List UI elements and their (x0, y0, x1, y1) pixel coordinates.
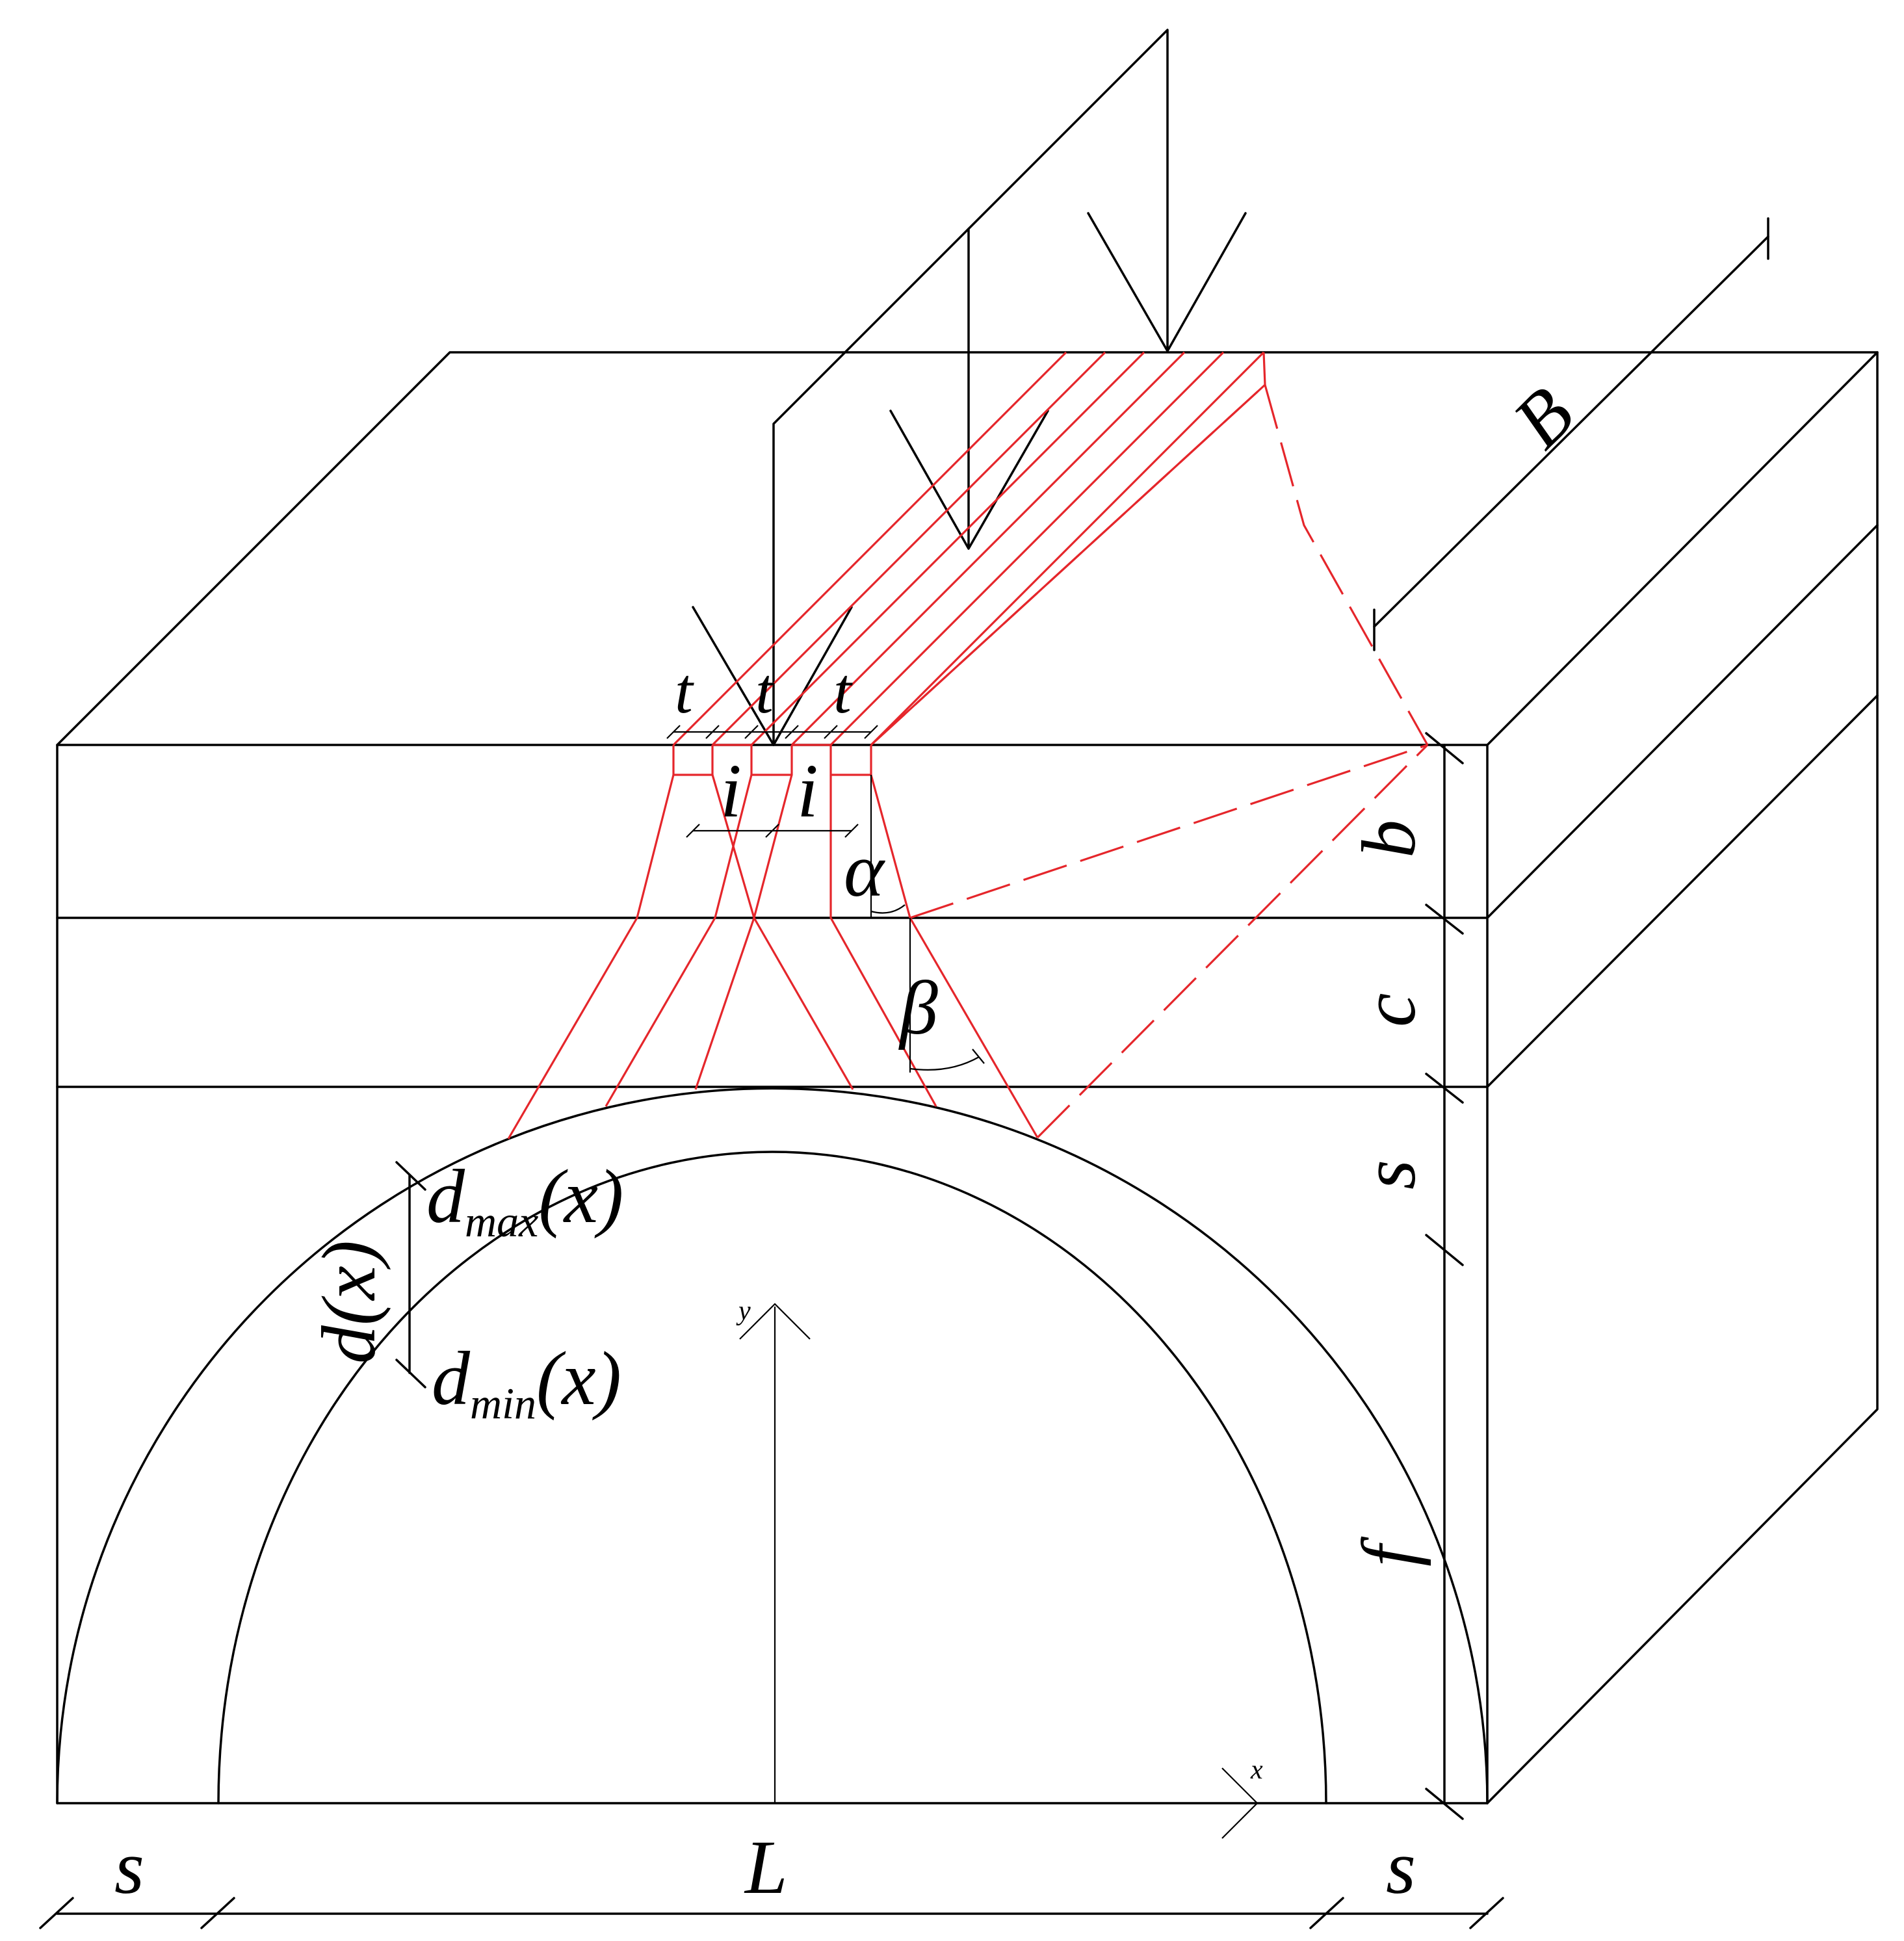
y-arrow-icon (739, 1303, 811, 1340)
tick (744, 725, 759, 739)
label-t2: t (755, 655, 775, 727)
tick (844, 824, 859, 838)
prism-edge (870, 774, 1039, 1138)
prism-edge (829, 775, 937, 1107)
hatch-line (750, 351, 1145, 746)
tick (1425, 1073, 1464, 1104)
tick (1425, 732, 1464, 764)
arrowhead-icon (1087, 212, 1247, 352)
inner-arch (217, 1151, 1327, 1804)
hidden-edge (909, 744, 1428, 919)
label-s-left-bottom: s (114, 1825, 144, 1910)
hidden-edge (1264, 384, 1429, 746)
axis-y-label: y (736, 1296, 751, 1326)
label-t3: t (833, 655, 853, 727)
dimension-right: b c s f (1346, 732, 1464, 1820)
prism-edge (507, 774, 675, 1140)
outer-arch (56, 1087, 1489, 1804)
label-alpha: α (844, 827, 885, 913)
label-L: L (744, 1825, 788, 1910)
axis-x-label: x (1250, 1755, 1263, 1785)
right-face (1486, 351, 1879, 1804)
hidden-edge (1036, 744, 1429, 1139)
hatch-line (711, 351, 1106, 746)
top-face (56, 351, 1879, 746)
load-plane (772, 29, 1169, 746)
tick (1425, 1234, 1464, 1266)
coordinate-axes: y x (736, 1296, 1263, 1839)
alpha-arc (870, 904, 906, 914)
tick (824, 725, 838, 739)
dimension-line (1373, 235, 1769, 628)
beta-arc (909, 1056, 980, 1071)
label-c: c (1346, 993, 1431, 1027)
prism-edge (605, 774, 753, 1107)
tick (686, 824, 700, 838)
tunnel-arches (56, 1087, 1489, 1804)
label-i1: i (720, 748, 742, 833)
tick (666, 725, 681, 739)
tick (1425, 1788, 1464, 1820)
hatch-line (829, 351, 1225, 746)
footing-2 (750, 745, 793, 776)
label-t1: t (675, 655, 694, 727)
footing-3 (829, 745, 872, 776)
label-d-x: d(x) (306, 1240, 391, 1364)
arrowhead-icon (889, 410, 1049, 550)
label-d-max: dmax(x) (426, 1154, 623, 1246)
hatch-line (672, 351, 1067, 746)
right-layer-line-b (1486, 524, 1879, 919)
angle-markers: α β (844, 775, 985, 1073)
tick (200, 1897, 235, 1929)
arrowhead-icon (692, 606, 853, 746)
label-B: B (1497, 371, 1591, 464)
dimension-bottom: s L s (39, 1825, 1504, 1929)
dimension-B: B (1373, 217, 1769, 651)
tick (864, 725, 878, 739)
footing-1 (672, 745, 714, 776)
label-s-right-bottom: s (1386, 1825, 1416, 1910)
hidden-edge (870, 384, 1266, 746)
dimension-footings: t t t i i (666, 655, 878, 838)
tick (1309, 1897, 1344, 1929)
tick (1469, 1897, 1504, 1929)
load-arrows (692, 29, 1247, 746)
prism-edge (694, 774, 793, 1090)
right-layer-line-c (1486, 694, 1879, 1088)
tick (1425, 904, 1464, 935)
tick (39, 1897, 74, 1929)
tick (705, 725, 720, 739)
label-beta: β (898, 965, 938, 1050)
label-i2: i (797, 748, 818, 833)
tick (395, 1359, 426, 1388)
label-s-right: s (1346, 1160, 1431, 1190)
front-face (56, 744, 1489, 1804)
label-f: f (1346, 1536, 1431, 1567)
x-arrow-icon (1221, 1767, 1258, 1839)
failure-surface (507, 351, 1429, 1140)
hatch-line (870, 351, 1265, 746)
tick (765, 824, 779, 838)
hatch-line (790, 351, 1186, 746)
dimension-lining: d(x) dmax(x) dmin(x) (306, 1154, 623, 1428)
label-d-min: dmin(x) (432, 1336, 621, 1428)
tick (785, 725, 799, 739)
tick (395, 1161, 426, 1191)
label-b: b (1346, 820, 1431, 858)
tick (972, 1049, 985, 1064)
